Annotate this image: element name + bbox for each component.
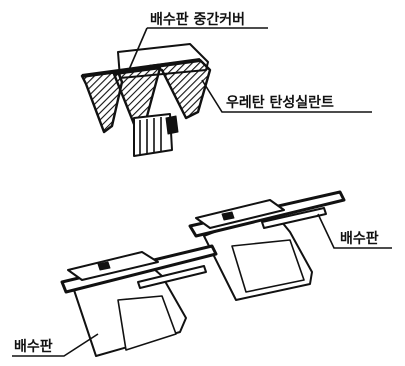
left-plate-flange <box>60 244 218 294</box>
support-block <box>133 113 173 157</box>
left-drain-leader-line <box>12 333 99 357</box>
right-plate-top <box>195 199 285 229</box>
cover-top-edge <box>81 58 201 78</box>
sealant-leader-line <box>201 79 372 113</box>
right-plate-rim <box>261 207 327 229</box>
left-plate-cap <box>97 261 111 271</box>
cover-leader-arrow-line <box>127 27 148 73</box>
left-plate-inner-face <box>117 295 177 351</box>
drain-plate-right <box>188 190 346 301</box>
left-drain-label: 배수판 <box>14 339 53 355</box>
right-drain-label: 배수판 <box>340 231 379 247</box>
cover-joint-detail <box>80 43 212 157</box>
right-drain-leader-line <box>317 213 392 249</box>
leader-lines-top <box>127 27 372 113</box>
left-plate-rim <box>137 265 207 289</box>
leader-lines-bottom <box>12 213 392 357</box>
drain-plate-left <box>60 244 218 357</box>
right-drain-section <box>148 58 212 120</box>
cover-label: 배수판 중간커버 <box>150 11 245 28</box>
right-plate-cap <box>221 211 235 221</box>
right-plate-inner-face <box>231 239 305 293</box>
sealant-bead <box>165 115 179 135</box>
left-plate-top <box>67 251 159 281</box>
sealant-label: 우레탄 탄성실란트 <box>226 94 334 111</box>
